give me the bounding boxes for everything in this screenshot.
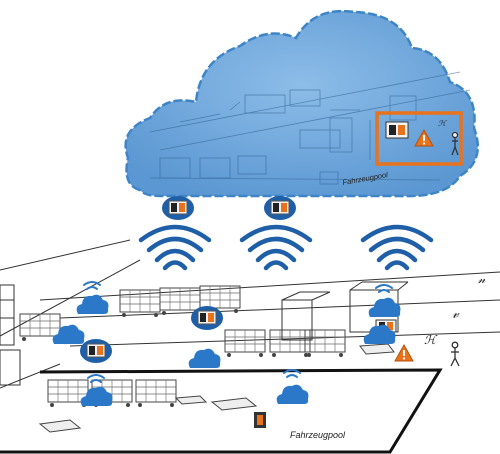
hazard-highlight-box <box>375 111 463 166</box>
svg-text:𝓋: 𝓋 <box>452 306 460 322</box>
wifi-signal-icon <box>141 227 209 268</box>
cloud-icon <box>188 348 221 368</box>
wifi-signal-icon <box>363 227 431 268</box>
factory-floor <box>0 239 500 454</box>
cloud-icon <box>276 369 309 404</box>
lane-marks: 𝓃 𝓋 ℋ <box>424 272 486 347</box>
cloud-icon <box>76 281 109 314</box>
cloud-icon <box>52 324 85 344</box>
cloud-lane-mark: ℋ <box>438 119 447 128</box>
floor-device-icon <box>254 412 266 428</box>
wifi-signal-icon <box>242 227 310 268</box>
floor-pool-label: Fahrzeugpool <box>290 430 346 440</box>
cloud-device-icon <box>385 121 409 139</box>
tablet-screen-icon <box>79 338 113 364</box>
tablet-screen-icon <box>263 195 297 221</box>
cloud-icon: Fahrzeugpool ℋ <box>124 9 479 198</box>
person-icon <box>451 131 459 156</box>
tablet-screen-icon <box>190 305 224 331</box>
svg-text:𝓃: 𝓃 <box>478 272 486 286</box>
svg-text:ℋ: ℋ <box>424 333 438 347</box>
agv-vehicles <box>38 343 395 433</box>
warning-icon <box>394 344 414 362</box>
tablet-screen-icon <box>161 195 195 221</box>
person-icon <box>450 341 460 367</box>
